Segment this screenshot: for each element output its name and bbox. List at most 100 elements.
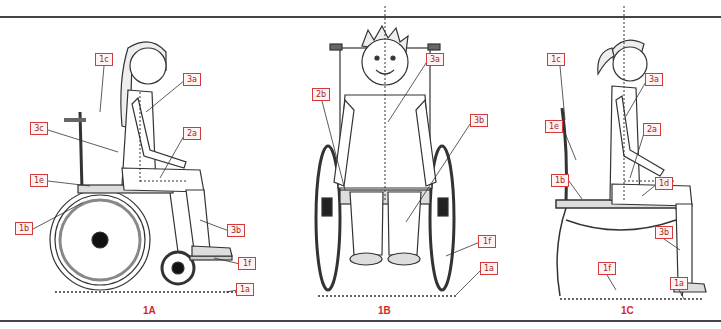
leader-line bbox=[560, 66, 565, 120]
callout-box: 2a bbox=[183, 127, 201, 140]
caster-hub bbox=[172, 262, 184, 274]
callout-number: 1f bbox=[599, 263, 615, 274]
chair-leg bbox=[557, 208, 566, 296]
wheel-ring bbox=[55, 195, 145, 285]
callout-number: 1c bbox=[548, 54, 564, 65]
leader-lines-1c bbox=[560, 66, 684, 299]
leader-line bbox=[388, 60, 428, 122]
leader-line bbox=[664, 239, 680, 250]
leader-line bbox=[406, 121, 472, 222]
thigh-axis bbox=[140, 181, 186, 182]
callout-number: 1b bbox=[16, 223, 32, 234]
girl-seated-1a bbox=[121, 42, 232, 256]
callout-box: 1f bbox=[598, 262, 616, 275]
callout-number: 3c bbox=[31, 123, 47, 134]
lower-leg bbox=[186, 190, 210, 250]
leader-line bbox=[569, 181, 582, 199]
callout-box: 1a bbox=[670, 277, 688, 290]
callout-box: 1c bbox=[547, 53, 565, 66]
leader-line bbox=[626, 80, 647, 116]
eye bbox=[375, 56, 379, 60]
callout-box: 3b bbox=[227, 224, 245, 237]
left-shoe bbox=[350, 253, 382, 265]
backrest-post bbox=[80, 112, 82, 190]
arm bbox=[616, 96, 664, 176]
right-leg bbox=[388, 192, 421, 255]
callout-box: 3c bbox=[30, 122, 48, 135]
reference-lines-1c bbox=[560, 6, 704, 299]
callout-number: 1d bbox=[656, 178, 672, 189]
callout-number: 2a bbox=[184, 128, 200, 139]
callout-number: 1f bbox=[239, 258, 255, 269]
callout-box: 1b bbox=[551, 174, 569, 187]
callout-number: 1f bbox=[479, 236, 495, 247]
callout-box: 3b bbox=[655, 226, 673, 239]
callout-box: 1f bbox=[238, 257, 256, 270]
right-shoe bbox=[388, 253, 420, 265]
callout-box: 1e bbox=[30, 174, 48, 187]
floor-line bbox=[55, 291, 240, 293]
ponytail bbox=[598, 48, 614, 74]
girl-seated-1c bbox=[598, 40, 706, 292]
brake bbox=[438, 198, 448, 216]
callout-box: 1a bbox=[480, 262, 498, 275]
callout-box: 3b bbox=[470, 114, 488, 127]
leader-line bbox=[200, 220, 229, 231]
floor-line bbox=[560, 298, 704, 300]
callout-number: 3b bbox=[228, 225, 244, 236]
midline bbox=[385, 6, 386, 200]
callout-number: 3a bbox=[427, 54, 443, 65]
callout-number: 3a bbox=[646, 74, 662, 85]
push-handle bbox=[64, 118, 86, 122]
floor-line bbox=[318, 295, 458, 297]
front-frame bbox=[170, 193, 178, 252]
callout-number: 3b bbox=[656, 227, 672, 238]
left-arm bbox=[334, 100, 354, 186]
head bbox=[130, 48, 166, 84]
rear-wheel bbox=[50, 190, 150, 290]
brake bbox=[322, 198, 332, 216]
thigh bbox=[122, 168, 204, 192]
left-leg bbox=[350, 192, 383, 255]
callout-number: 3b bbox=[471, 115, 487, 126]
leader-line bbox=[100, 66, 104, 112]
reference-lines-1a bbox=[55, 92, 240, 292]
bottom-rule bbox=[0, 320, 721, 322]
right-arm bbox=[416, 100, 436, 186]
panel-label: 1A bbox=[143, 305, 156, 316]
callout-box: 3a bbox=[183, 73, 201, 86]
leader-line bbox=[48, 130, 118, 152]
top-rule bbox=[0, 16, 721, 18]
leader-line bbox=[630, 130, 645, 178]
leader-line bbox=[446, 242, 480, 256]
eye bbox=[391, 56, 395, 60]
leader-line bbox=[563, 128, 576, 160]
callout-box: 1c bbox=[95, 53, 113, 66]
leader-line bbox=[160, 134, 185, 178]
leader-line bbox=[146, 80, 185, 112]
lower-leg bbox=[676, 204, 692, 284]
callout-box: 1d bbox=[655, 177, 673, 190]
push-handle bbox=[428, 44, 440, 50]
callout-number: 1c bbox=[96, 54, 112, 65]
callout-number: 1a bbox=[481, 263, 497, 274]
callout-box: 1e bbox=[545, 120, 563, 133]
leader-line bbox=[33, 203, 82, 229]
leader-line bbox=[456, 269, 482, 295]
leader-line bbox=[322, 101, 345, 190]
reference-lines-1b bbox=[318, 6, 458, 296]
callout-number: 3a bbox=[184, 74, 200, 85]
caster-wheel bbox=[162, 252, 194, 284]
leader-lines-1b bbox=[322, 60, 482, 295]
leader-line bbox=[607, 275, 616, 290]
panel-label: 1C bbox=[621, 305, 634, 316]
callout-box: 3a bbox=[426, 53, 444, 66]
callout-number: 2b bbox=[313, 89, 329, 100]
trunk-axis bbox=[624, 6, 625, 200]
hand-rim bbox=[60, 200, 140, 280]
leader-lines-1a bbox=[33, 66, 240, 292]
callout-number: 1b bbox=[552, 175, 568, 186]
callout-number: 1a bbox=[237, 284, 253, 295]
wheel-hub bbox=[92, 232, 108, 248]
